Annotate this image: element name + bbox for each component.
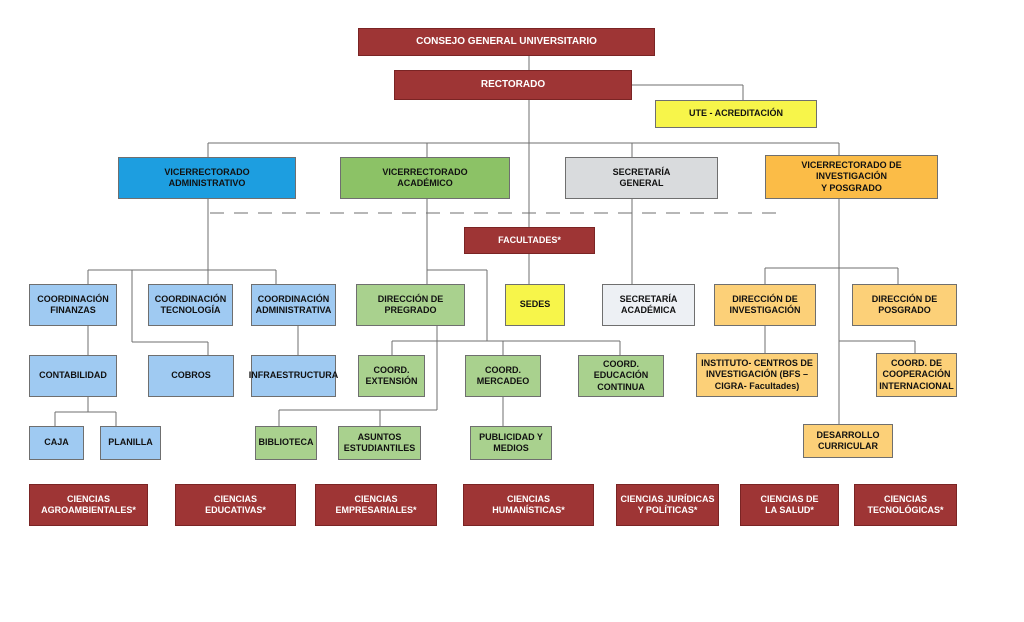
- publicidad-medios-box: PUBLICIDAD Y MEDIOS: [470, 426, 552, 460]
- instituto-centros-box: INSTITUTO- CENTROS DE INVESTIGACIÓN (BFS…: [696, 353, 818, 397]
- vicerrectorado-administrativo-box: VICERRECTORADO ADMINISTRATIVO: [118, 157, 296, 199]
- coordinacion-administrativa-box: COORDINACIÓN ADMINISTRATIVA: [251, 284, 336, 326]
- vicerrectorado-investigacion-box: VICERRECTORADO DE INVESTIGACIÓN Y POSGRA…: [765, 155, 938, 199]
- direccion-pregrado-box: DIRECCIÓN DE PREGRADO: [356, 284, 465, 326]
- secretaria-general-box: SECRETARÍA GENERAL: [565, 157, 718, 199]
- planilla-box: PLANILLA: [100, 426, 161, 460]
- ute-acreditacion-box: UTE - ACREDITACIÓN: [655, 100, 817, 128]
- faculty-empresariales: CIENCIAS EMPRESARIALES*: [315, 484, 437, 526]
- coordinacion-finanzas-box: COORDINACIÓN FINANZAS: [29, 284, 117, 326]
- direccion-posgrado-box: DIRECCIÓN DE POSGRADO: [852, 284, 957, 326]
- rectorado-box: RECTORADO: [394, 70, 632, 100]
- facultades-box: FACULTADES*: [464, 227, 595, 254]
- asuntos-estudiantiles-box: ASUNTOS ESTUDIANTILES: [338, 426, 421, 460]
- coord-mercadeo-box: COORD. MERCADEO: [465, 355, 541, 397]
- coord-extension-box: COORD. EXTENSIÓN: [358, 355, 425, 397]
- consejo-general-box: CONSEJO GENERAL UNIVERSITARIO: [358, 28, 655, 56]
- coord-educacion-continua-box: COORD. EDUCACIÓN CONTINUA: [578, 355, 664, 397]
- faculty-salud: CIENCIAS DE LA SALUD*: [740, 484, 839, 526]
- faculty-agroambientales: CIENCIAS AGROAMBIENTALES*: [29, 484, 148, 526]
- vicerrectorado-academico-box: VICERRECTORADO ACADÉMICO: [340, 157, 510, 199]
- secretaria-academica-box: SECRETARÍA ACADÉMICA: [602, 284, 695, 326]
- faculty-juridicas: CIENCIAS JURÍDICAS Y POLÍTICAS*: [616, 484, 719, 526]
- faculty-humanisticas: CIENCIAS HUMANÍSTICAS*: [463, 484, 594, 526]
- cobros-box: COBROS: [148, 355, 234, 397]
- faculty-tecnologicas: CIENCIAS TECNOLÓGICAS*: [854, 484, 957, 526]
- direccion-investigacion-box: DIRECCIÓN DE INVESTIGACIÓN: [714, 284, 816, 326]
- contabilidad-box: CONTABILIDAD: [29, 355, 117, 397]
- faculty-educativas: CIENCIAS EDUCATIVAS*: [175, 484, 296, 526]
- biblioteca-box: BIBLIOTECA: [255, 426, 317, 460]
- sedes-box: SEDES: [505, 284, 565, 326]
- caja-box: CAJA: [29, 426, 84, 460]
- coordinacion-tecnologia-box: COORDINACIÓN TECNOLOGÍA: [148, 284, 233, 326]
- infraestructura-box: INFRAESTRUCTURA: [249, 355, 338, 397]
- desarrollo-curricular-box: DESARROLLO CURRICULAR: [803, 424, 893, 458]
- coord-cooperacion-box: COORD. DE COOPERACIÓN INTERNACIONAL: [876, 353, 957, 397]
